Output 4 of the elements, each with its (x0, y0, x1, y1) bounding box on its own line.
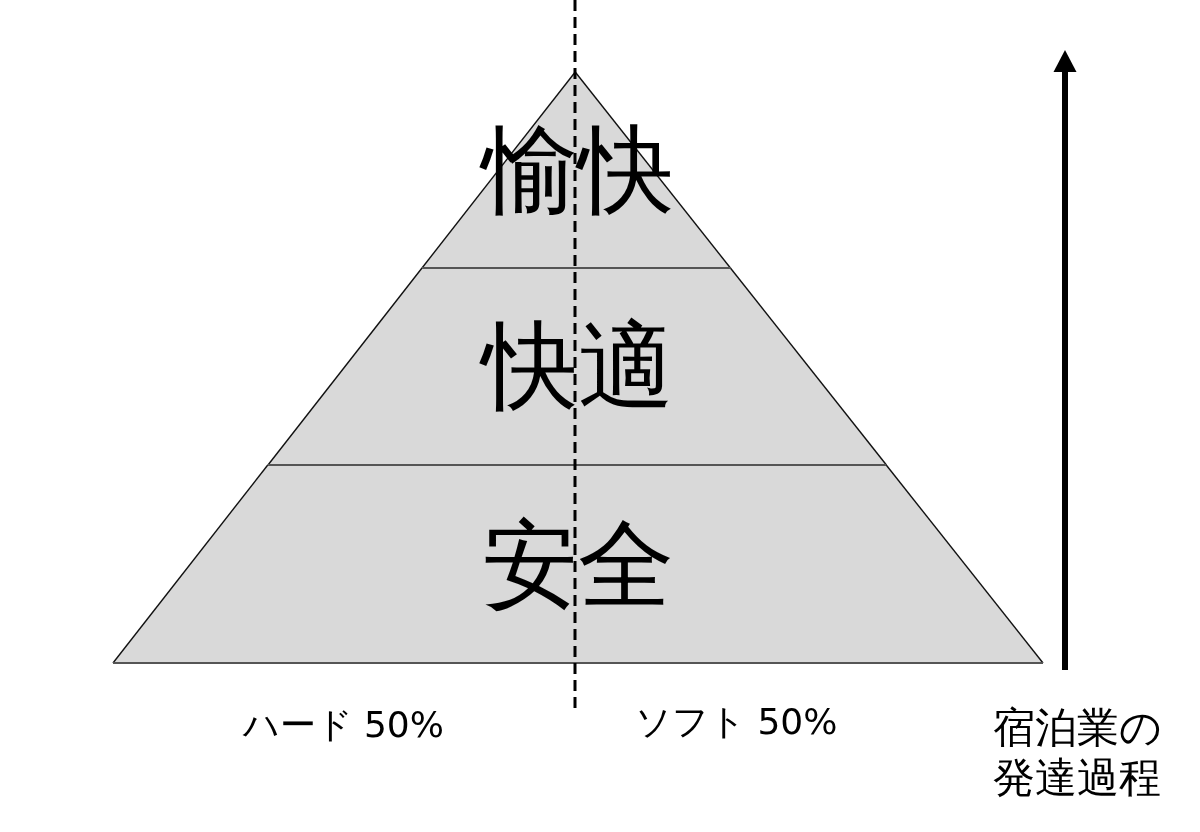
share-label: ソフト 50% (635, 704, 838, 740)
share-label: ハード 50% (242, 707, 444, 743)
tier-label: 安全 (482, 517, 674, 613)
arrow-caption: 宿泊業の発達過程 (991, 703, 1163, 803)
